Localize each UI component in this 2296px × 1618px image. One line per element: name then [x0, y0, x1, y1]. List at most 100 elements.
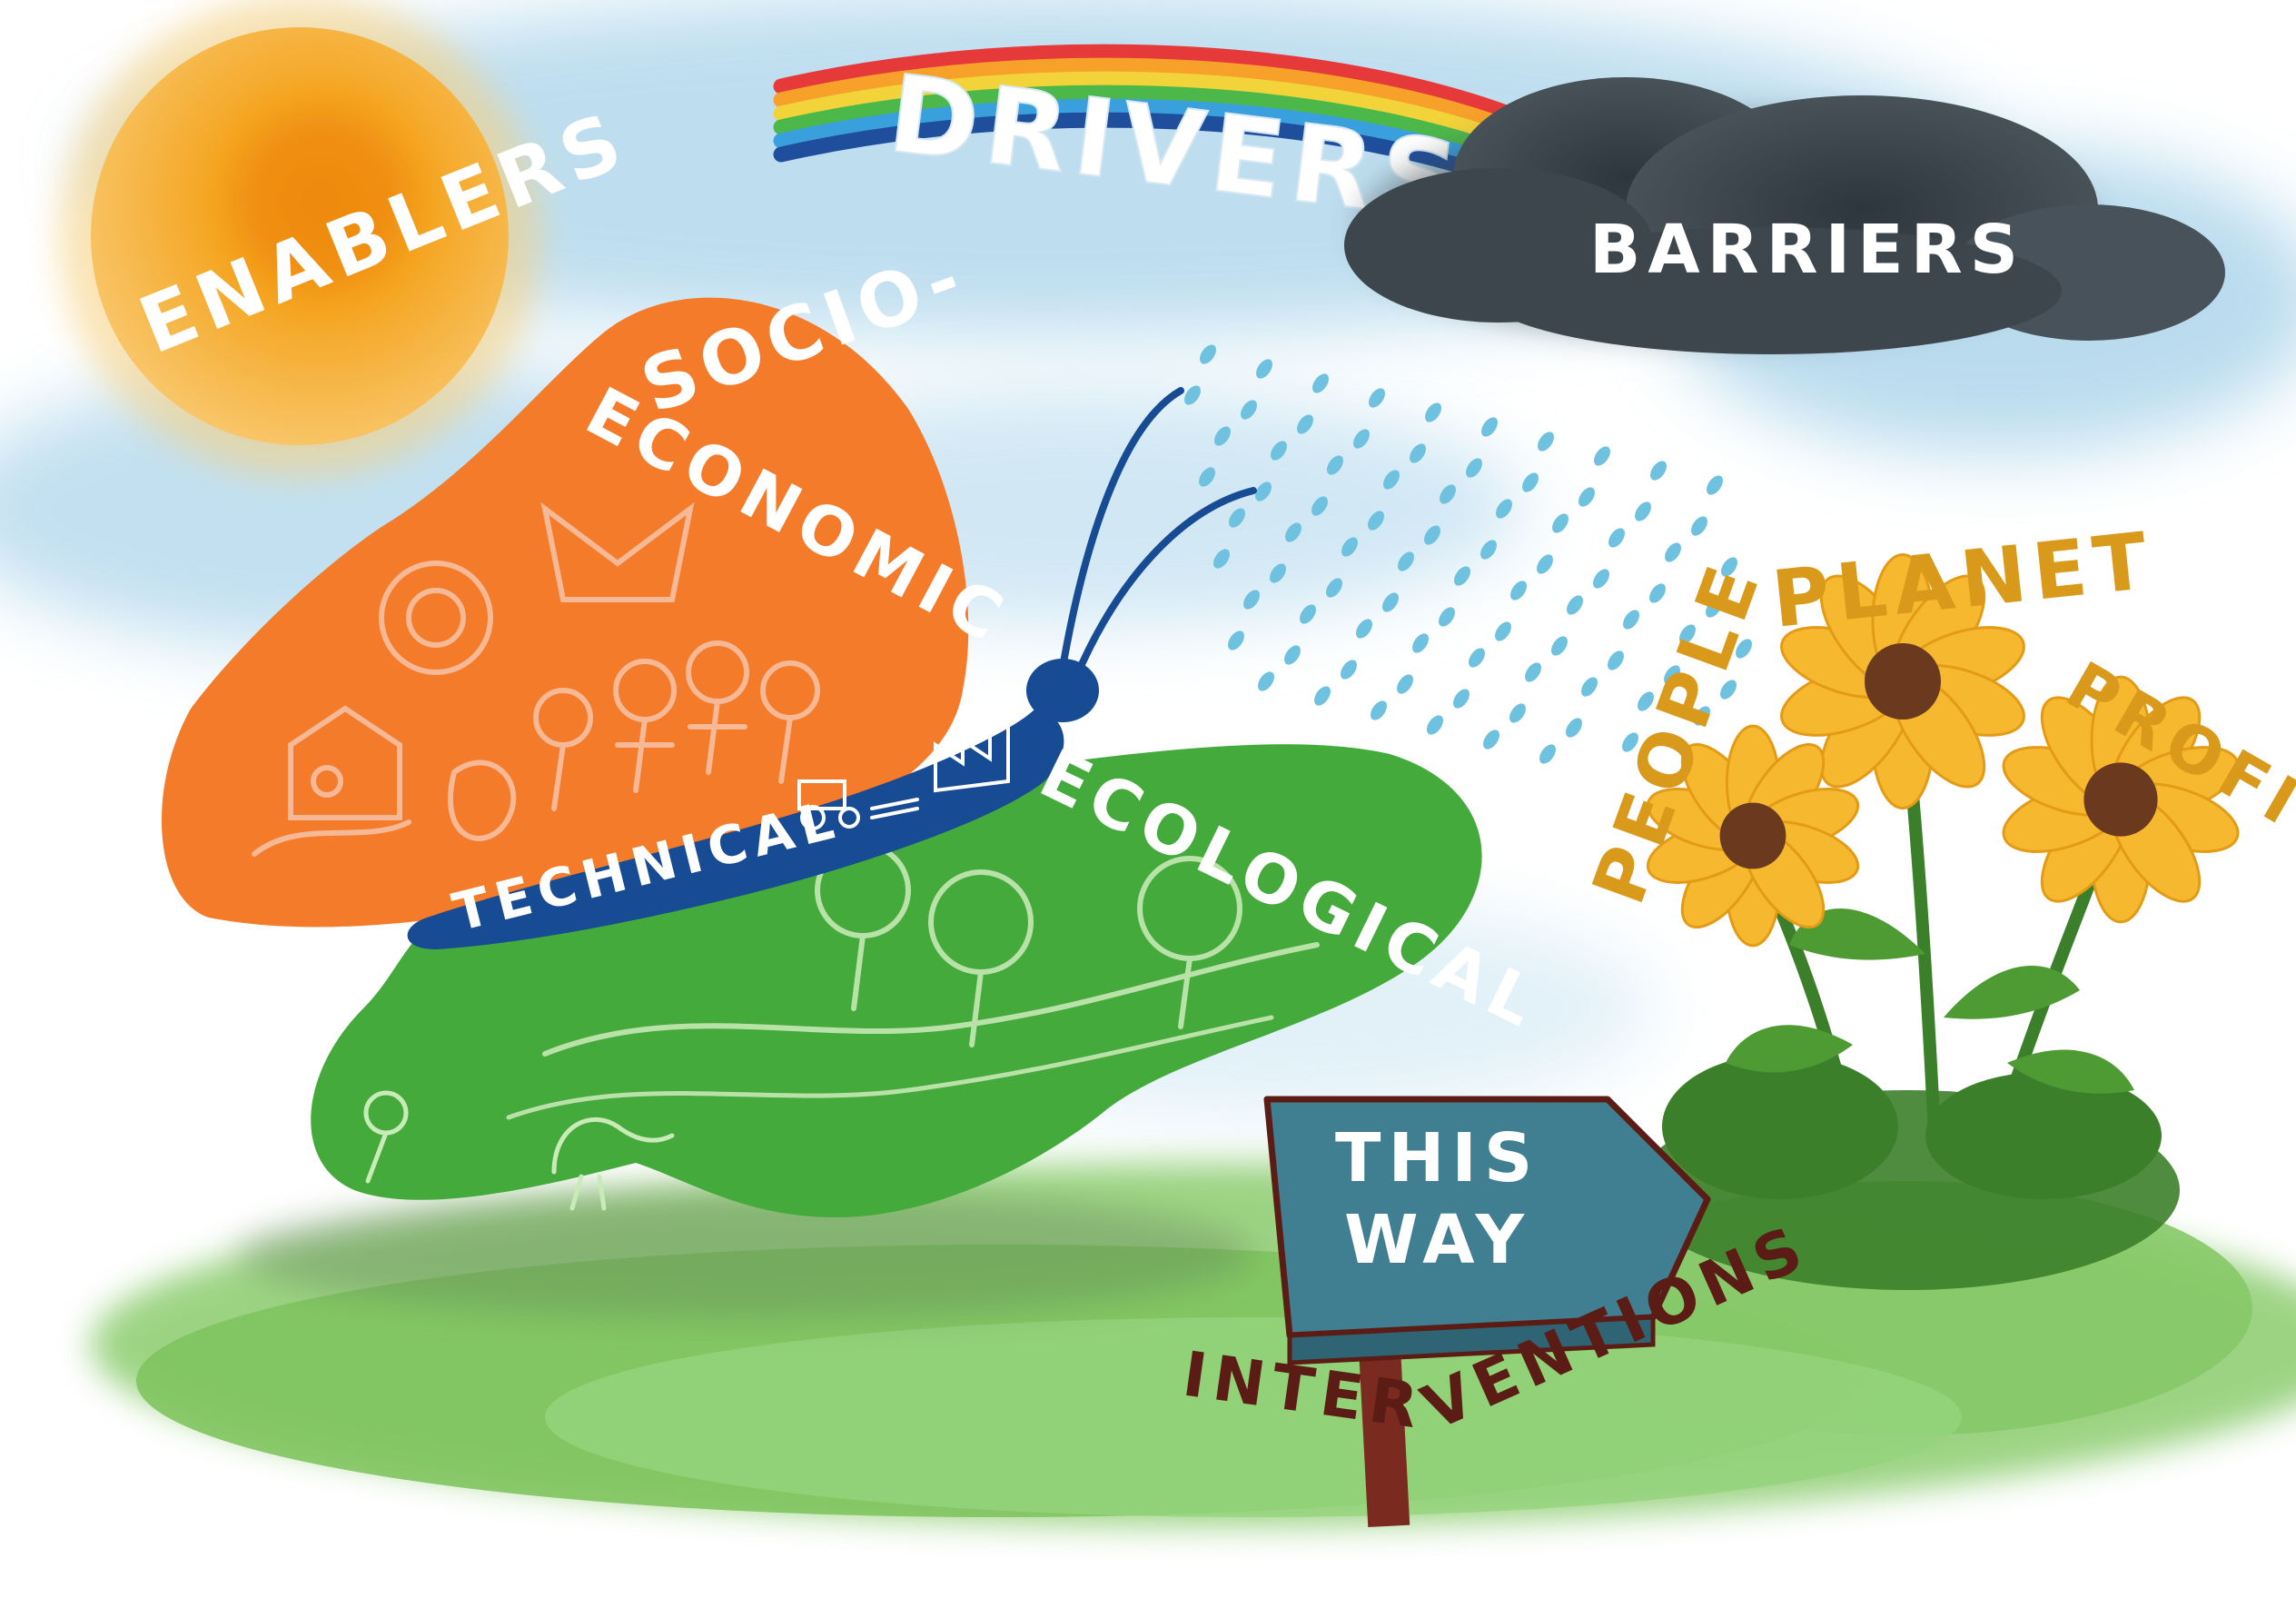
rain-drop: [1679, 624, 1696, 644]
rain-drop: [1228, 630, 1244, 650]
rain-drop: [1427, 715, 1443, 735]
rain-drop: [1649, 583, 1666, 603]
rain-drop: [1453, 689, 1470, 709]
flower-head: [1646, 724, 1860, 948]
rain-drop: [1284, 645, 1301, 665]
rain-drop: [1368, 511, 1384, 531]
rain-drop: [1481, 417, 1498, 437]
rain-drop: [1341, 660, 1357, 680]
socio-economic-wing: [161, 297, 969, 928]
rain-drop: [1537, 554, 1553, 574]
rain-drop: [1200, 344, 1216, 364]
rain-drop: [1314, 686, 1331, 706]
butterfly-body: [407, 387, 1257, 949]
rain-drop: [1199, 467, 1215, 487]
rain-drop: [1483, 730, 1499, 749]
rain-drop: [1439, 607, 1455, 627]
rain-drops: [1184, 344, 1752, 764]
rain-drop: [1341, 537, 1358, 557]
rain-drop: [1552, 513, 1569, 533]
storm-cloud: [1344, 77, 2225, 354]
flower-head: [1780, 553, 2025, 809]
rain-drop: [1398, 551, 1414, 571]
rain-drop: [1608, 650, 1624, 670]
rain-drop: [1635, 501, 1651, 521]
planet-label: PLANET: [1768, 515, 2159, 646]
barriers-label: BARRIERS: [1589, 211, 2025, 289]
rain-drop: [1229, 508, 1245, 528]
rain-drop: [1454, 566, 1470, 586]
rainbow-band: [773, 71, 1561, 167]
rain-drop: [1480, 540, 1497, 560]
rain-drop: [1551, 636, 1568, 656]
rain-drop: [1410, 443, 1426, 463]
rain-drop: [1720, 680, 1737, 700]
rain-drop: [1638, 691, 1654, 711]
rain-drop: [1510, 581, 1527, 601]
rain-drop: [1311, 496, 1328, 516]
rain-drop: [1371, 700, 1387, 720]
rain-drop: [1608, 528, 1625, 548]
rain-drop: [1622, 732, 1638, 752]
rain-drop: [1466, 458, 1482, 478]
rain-drop: [1353, 429, 1370, 449]
rain-drop: [1691, 516, 1707, 536]
rain-drop: [1424, 525, 1440, 545]
rain-drop: [1593, 569, 1609, 589]
rain-drop: [1469, 648, 1485, 668]
rain-drop: [1567, 595, 1583, 615]
rain-drop: [1383, 470, 1400, 490]
rain-drop: [1271, 441, 1287, 461]
way-label: WAY: [1344, 1201, 1531, 1279]
rain-drop: [1213, 549, 1230, 569]
rain-drop: [1397, 674, 1413, 694]
rain-drop: [1270, 563, 1286, 583]
rain-drop: [1706, 598, 1722, 618]
rain-drop: [1327, 455, 1343, 475]
rainbow-band: [773, 84, 1561, 181]
rain-drop: [1509, 703, 1526, 723]
rainbow-band: [773, 57, 1561, 154]
rain-drop: [1495, 621, 1511, 641]
rain-drop: [1694, 706, 1710, 726]
rain-drop: [1623, 610, 1639, 630]
rain-drop: [1496, 499, 1512, 519]
rain-drop: [1594, 446, 1610, 466]
rain-drop: [1297, 414, 1313, 434]
rain-drop: [1707, 475, 1723, 495]
rain-drop: [1425, 402, 1441, 422]
rain-drop: [1256, 359, 1272, 379]
rain-drop: [1440, 484, 1456, 504]
rain-drop: [1258, 671, 1274, 691]
signpost: [1263, 1096, 1711, 1528]
rain-drop: [1412, 633, 1429, 653]
rain-drop: [1664, 665, 1680, 685]
flower-head: [2002, 675, 2240, 924]
rain-drop: [1312, 373, 1329, 393]
rain-drop: [1736, 639, 1752, 659]
rain-drop: [1578, 487, 1595, 507]
rain-drop: [1382, 592, 1399, 612]
rain-drop: [1522, 472, 1539, 492]
rain-drop: [1356, 619, 1372, 639]
rain-drop: [1369, 388, 1385, 408]
rain-drop: [1326, 578, 1342, 598]
butterfly-shadow: [236, 1190, 1253, 1317]
sun: [59, 0, 540, 477]
rainbow-band: [773, 44, 1561, 140]
rain-drop: [1300, 604, 1316, 624]
rain-drop: [1214, 426, 1231, 446]
rain-drop: [1243, 590, 1260, 610]
rain-drop: [1255, 481, 1272, 501]
rain-drop: [1539, 744, 1556, 764]
rain-drop: [1241, 400, 1257, 420]
rain-drop: [1184, 385, 1201, 405]
rain-drop: [1581, 677, 1598, 697]
flower-cluster: [1635, 553, 2240, 1290]
rain-drop: [1538, 432, 1554, 452]
rain-drop: [1665, 542, 1681, 562]
rain-drop: [1650, 461, 1667, 481]
rain-drop: [1285, 522, 1301, 542]
rain-drop: [1566, 718, 1582, 738]
